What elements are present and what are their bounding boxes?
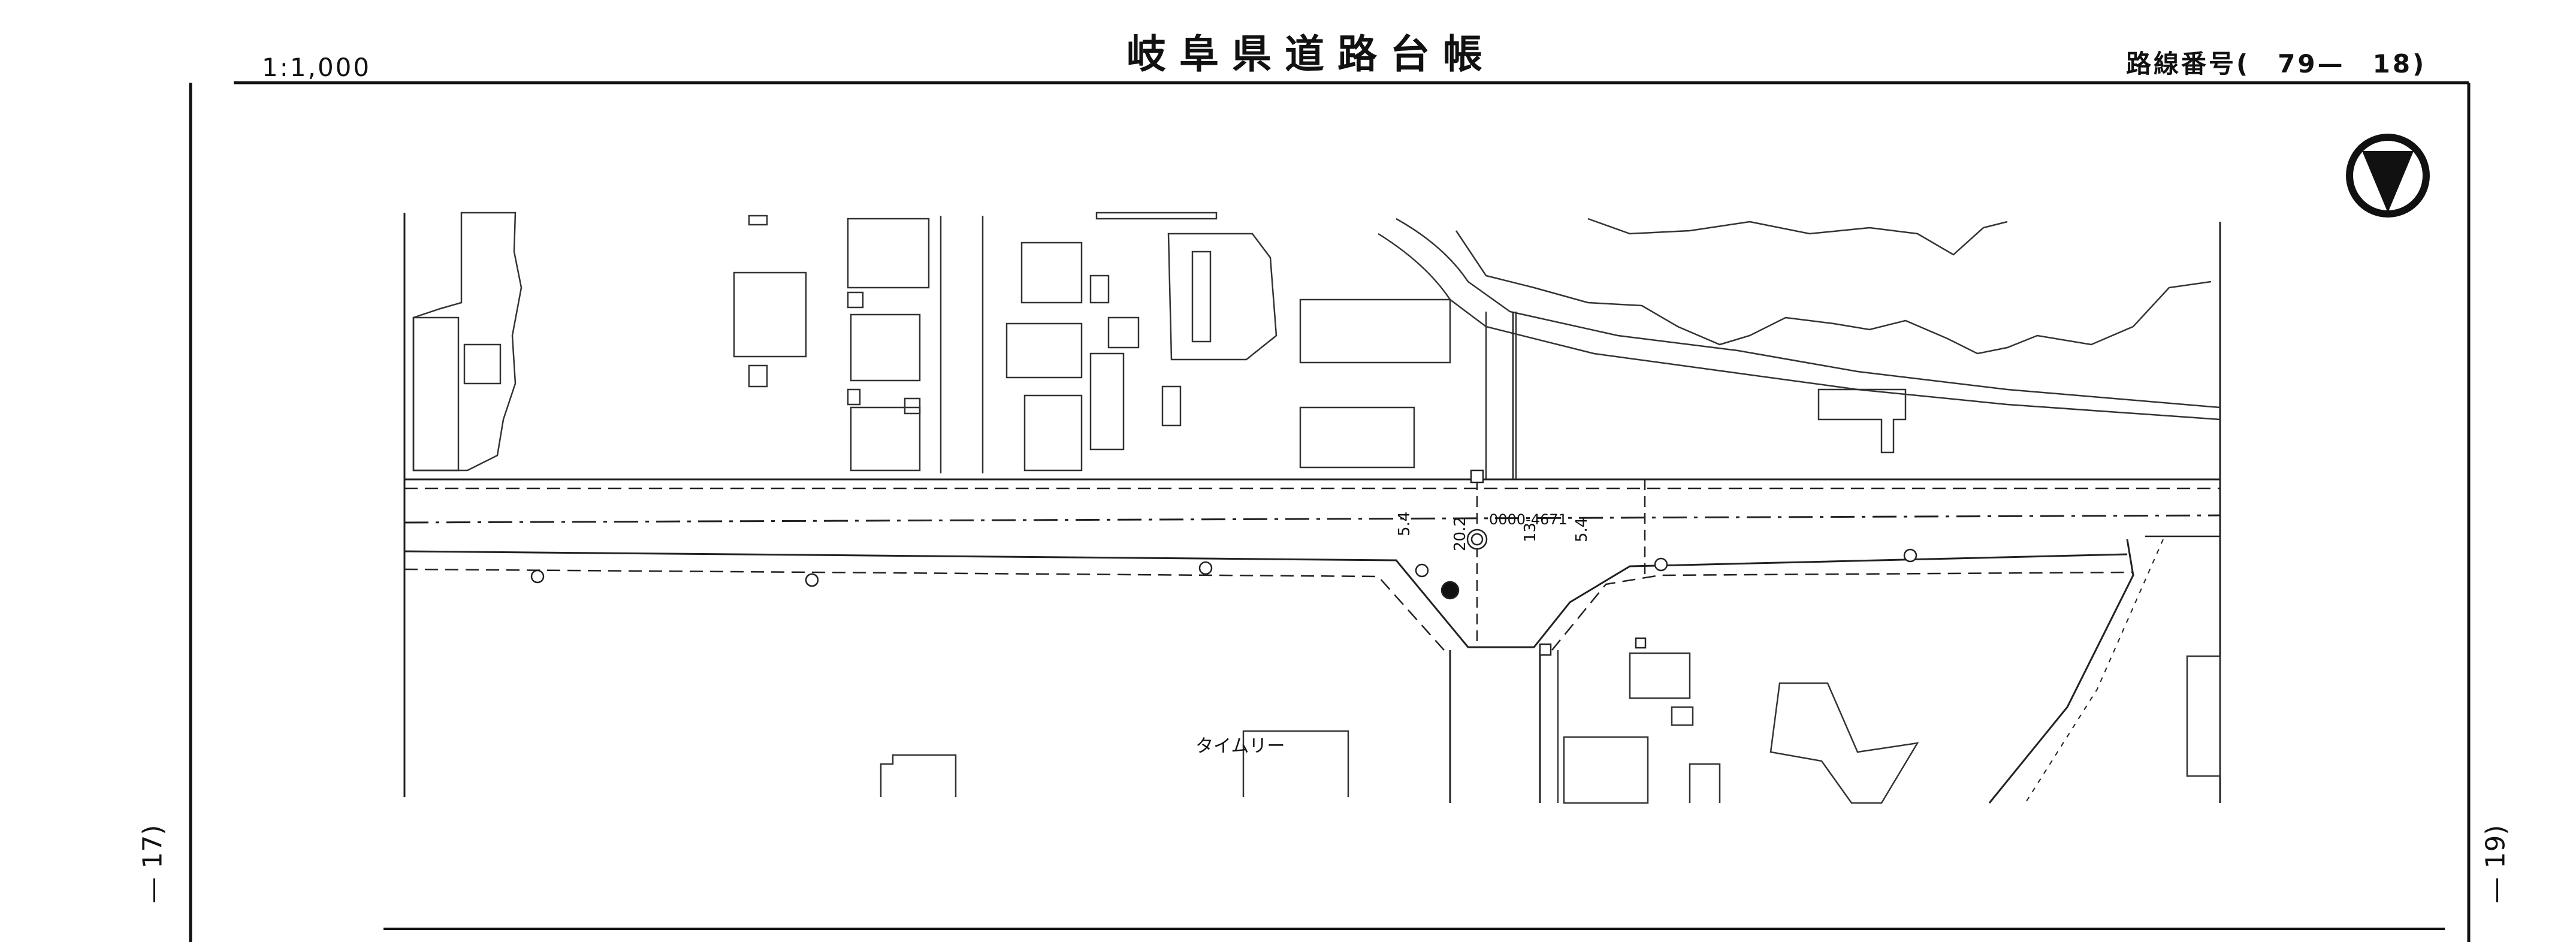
page-title: 岐阜県道路台帳 [1127,31,1496,77]
dim-label: 20.2 [1451,517,1469,551]
route-number: 路線番号( 79— 18) [2126,49,2427,78]
dim-label: 5.4 [1396,512,1414,536]
terrain-lines [1378,218,2221,479]
north-arrow-icon [2346,134,2430,218]
survey-label: 0000-4671 [1489,511,1568,528]
road-features [530,469,1917,656]
dim-label: 5.4 [1573,518,1591,542]
dimension-labels: 5.4 20.2 13 5.4 [1396,512,1591,551]
store-label: タイムリー [1195,736,1285,757]
buildings-north [412,212,1451,473]
dim-label: 13 [1521,523,1539,542]
buildings-south [880,652,2221,804]
scale-label: 1:1,000 [262,53,372,82]
main-road [404,312,2221,804]
